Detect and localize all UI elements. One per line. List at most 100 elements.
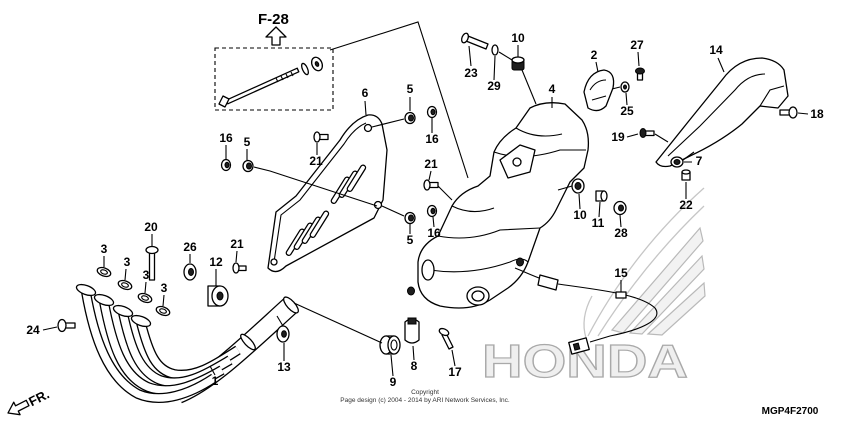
header-pipe-1-fill: [82, 291, 217, 402]
link-nut-to-collector: [276, 315, 284, 327]
bolt-head: [218, 95, 230, 108]
clamp-8-tab: [407, 317, 417, 325]
bolt-nut-hole: [314, 61, 320, 67]
bolt-shaft: [225, 67, 300, 105]
callout-part-3: 3: [101, 242, 108, 256]
exhaust-pipe-assembly: [75, 283, 299, 404]
callout-part-28: 28: [614, 226, 628, 240]
link-top-bolt-to-grommet: [498, 51, 513, 61]
bolt-21-head: [313, 131, 321, 143]
callout-labels: 10 23 29 2 27 14 4 25 18 6 5 16 16 5 21 …: [26, 31, 824, 389]
honda-wing-logo: [583, 187, 706, 339]
collector-outlet: [283, 296, 299, 314]
link-grommet-to-muffler-top: [521, 69, 537, 105]
bolt-24-head: [57, 318, 67, 333]
bolt-20-head: [145, 245, 159, 255]
front-direction-indicator: FR.: [7, 386, 52, 416]
gasket-hole: [159, 308, 167, 314]
washer-29: [491, 44, 499, 56]
bolt-27-head: [635, 67, 645, 75]
muffler-cap-detail: [589, 79, 607, 101]
bolt-21-head: [423, 179, 431, 191]
callout-part-21: 21: [424, 157, 438, 171]
callout-part-16: 16: [219, 131, 233, 145]
bolt-23-head: [460, 32, 470, 44]
link-bolt-to-cover: [654, 133, 669, 143]
wing-feather-1: [610, 226, 704, 334]
right-fasteners: [571, 128, 691, 216]
link-left-nuts-to-shield: [253, 166, 378, 207]
shield-hole-top: [363, 123, 373, 133]
callout-part-13: 13: [277, 360, 291, 374]
bolt-21-head: [232, 262, 240, 274]
muffler-cover-edge: [667, 73, 785, 157]
muffler-bracket-hole: [512, 157, 522, 167]
muffler-stud-1: [407, 286, 415, 296]
grommet-10-core: [574, 182, 582, 190]
muffler-cover: [655, 57, 789, 168]
gasket-hole: [121, 282, 129, 288]
muffler-contour-lower: [437, 227, 541, 239]
grommet-10-top: [511, 56, 525, 64]
callout-part-2: 2: [591, 48, 598, 62]
link-bolt-to-muffler: [437, 185, 453, 201]
gasket: [155, 305, 171, 317]
callout-part-5: 5: [407, 233, 414, 247]
callout-part-14: 14: [709, 43, 723, 57]
sensor-connector-pin: [572, 342, 581, 351]
header-flange-2: [93, 293, 115, 307]
rubber-12-hole: [216, 291, 224, 301]
reference-label: F-28: [258, 11, 289, 28]
sensor-body: [537, 274, 559, 291]
bolt-washer: [301, 62, 309, 76]
callout-part-29: 29: [487, 79, 501, 93]
link-washer-to-cap: [611, 86, 621, 90]
wing-tail: [583, 295, 593, 339]
arrow-down-left-icon: [7, 399, 30, 416]
leader: [42, 45, 809, 377]
callout-part-24: 24: [26, 323, 40, 337]
muffler-inlet: [421, 259, 435, 281]
callout-part-23: 23: [464, 66, 478, 80]
callout-part-11: 11: [592, 216, 605, 230]
exhaust-gaskets: [96, 266, 171, 317]
callout-part-21: 21: [309, 154, 323, 168]
copyright-title: Copyright: [411, 389, 439, 396]
muffler-cover-body: [655, 57, 789, 168]
header-flange-3: [112, 304, 134, 318]
muffler-body: [417, 102, 590, 309]
reference-dashed-box: [214, 47, 334, 111]
front-direction-label: FR.: [26, 386, 51, 409]
sensor-bracket: [615, 291, 627, 299]
callout-part-18: 18: [810, 107, 824, 121]
bolt-20-shaft: [148, 249, 156, 281]
gasket: [96, 266, 112, 278]
upper-fasteners: [460, 32, 798, 119]
callout-part-8: 8: [411, 359, 418, 373]
callout-part-21: 21: [230, 237, 244, 251]
copyright-notice: Page design (c) 2004 - 2014 by ARI Netwo…: [340, 397, 510, 404]
callout-part-26: 26: [183, 240, 197, 254]
nut-28-core: [618, 204, 624, 212]
gasket: [117, 279, 133, 291]
callout-part-3: 3: [143, 268, 150, 282]
callout-part-3: 3: [124, 255, 131, 269]
callout-part-6: 6: [362, 86, 369, 100]
heat-shield-vents: [285, 164, 367, 257]
link-grommet-to-cover: [682, 151, 695, 161]
muffler: [407, 102, 590, 309]
washer-26-hole: [188, 268, 194, 276]
grommet-7-core: [673, 159, 681, 165]
bolt-path-line: [329, 21, 469, 179]
wing-feather-2: [628, 254, 705, 335]
callout-part-22: 22: [679, 198, 693, 212]
muffler-cap-body: [583, 69, 615, 112]
reference-f28-group: F-28: [214, 11, 469, 179]
wing-feather-3: [646, 281, 706, 336]
shield-hole-bottom: [270, 258, 278, 266]
gasket-9-hole: [390, 339, 398, 351]
callout-part-17: 17: [448, 365, 462, 379]
heat-shield: [267, 114, 388, 273]
callout-part-5: 5: [244, 135, 251, 149]
